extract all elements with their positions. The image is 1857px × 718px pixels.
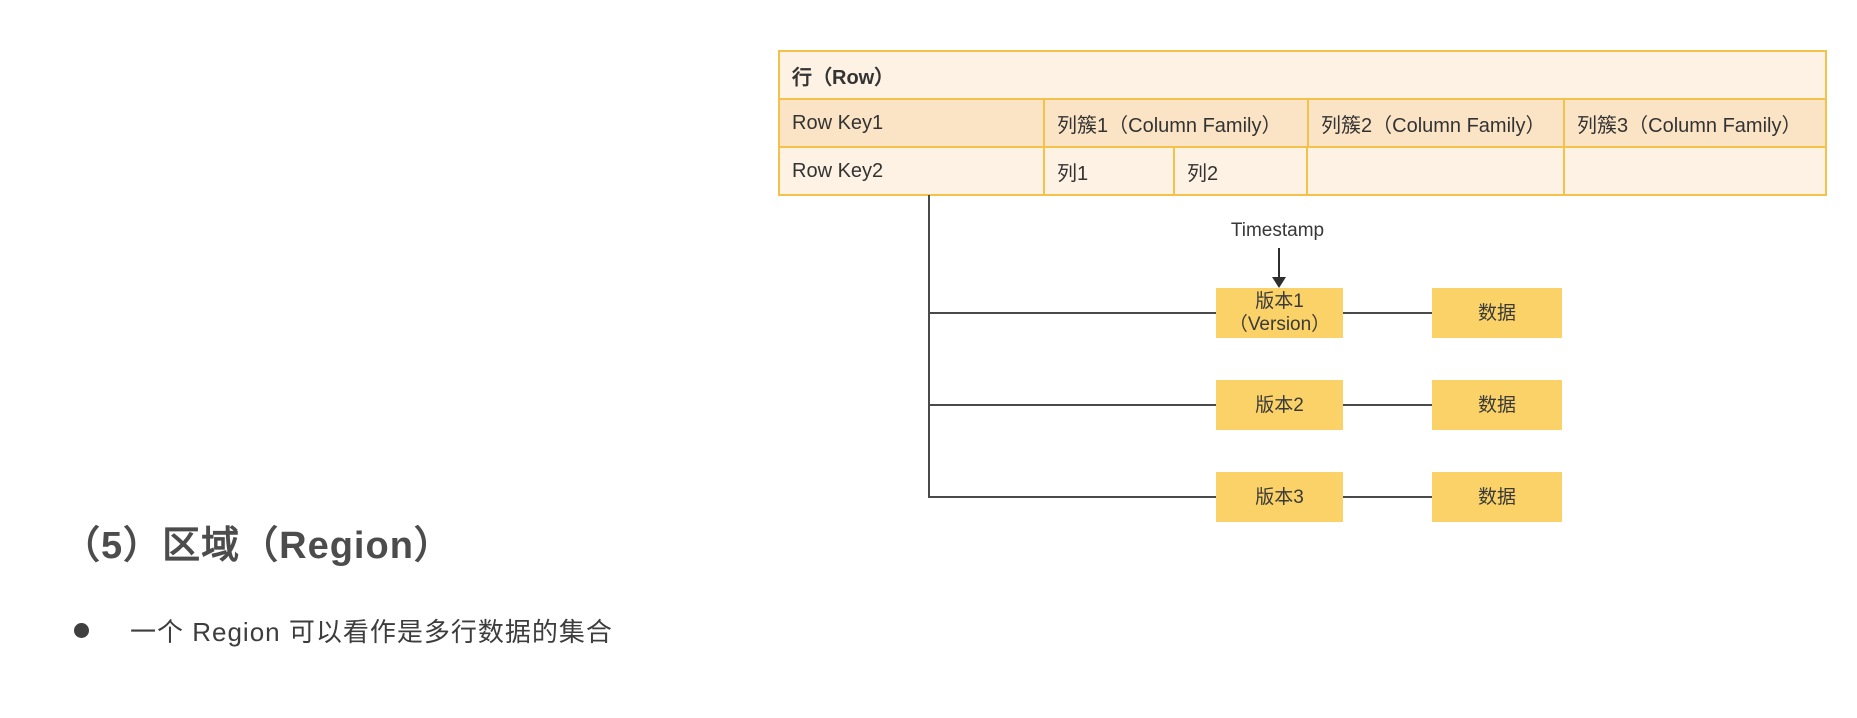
version1-node: 版本1 （Version） xyxy=(1216,288,1343,338)
data2-node: 数据 xyxy=(1432,380,1562,430)
table-row-columns: Row Key2 列1 列2 xyxy=(780,146,1825,194)
data3-node: 数据 xyxy=(1432,472,1562,522)
version3-label: 版本3 xyxy=(1255,486,1304,508)
cell-column-family3: 列簇3（Column Family） xyxy=(1563,100,1825,146)
data2-label: 数据 xyxy=(1477,394,1516,416)
connector-branch-version3 xyxy=(929,496,1217,498)
bullet-list-item: 一个 Region 可以看作是多行数据的集合 xyxy=(74,612,613,649)
version1-label: 版本1 xyxy=(1255,291,1304,312)
connector-branch-version1 xyxy=(929,312,1217,314)
version1-sublabel: （Version） xyxy=(1228,314,1331,335)
connector-spine xyxy=(928,195,930,498)
connector-version3-data xyxy=(1343,496,1432,498)
bullet-dot-icon xyxy=(74,623,89,638)
connector-version2-data xyxy=(1343,404,1432,406)
timestamp-label: Timestamp xyxy=(1230,220,1325,241)
version2-label: 版本2 xyxy=(1255,394,1304,416)
data1-node: 数据 xyxy=(1432,288,1562,338)
table-row-header: 行（Row） xyxy=(780,52,1825,98)
version2-node: 版本2 xyxy=(1216,380,1343,430)
cell-empty-cf2 xyxy=(1306,148,1563,194)
table-row-column-families: Row Key1 列簇1（Column Family） 列簇2（Column F… xyxy=(780,98,1825,146)
timestamp-arrow xyxy=(1278,248,1280,278)
data1-label: 数据 xyxy=(1477,302,1516,324)
hbase-row-table: 行（Row） Row Key1 列簇1（Column Family） 列簇2（C… xyxy=(778,50,1827,196)
cell-row-key1: Row Key1 xyxy=(780,100,1043,146)
cell-column-family2: 列簇2（Column Family） xyxy=(1307,100,1563,146)
connector-branch-version2 xyxy=(929,404,1217,406)
cell-column2: 列2 xyxy=(1173,148,1306,194)
version3-node: 版本3 xyxy=(1216,472,1343,522)
cell-column-family1: 列簇1（Column Family） xyxy=(1043,100,1307,146)
section-heading-region: （5）区域（Region） xyxy=(62,525,453,567)
data3-label: 数据 xyxy=(1477,486,1516,508)
cell-row-key2: Row Key2 xyxy=(780,148,1043,194)
bullet-item-text: 一个 Region 可以看作是多行数据的集合 xyxy=(130,617,613,647)
cell-empty-cf3 xyxy=(1563,148,1825,194)
timestamp-arrowhead-icon xyxy=(1272,277,1286,288)
cell-column1: 列1 xyxy=(1043,148,1173,194)
row-header-cell: 行（Row） xyxy=(780,52,1825,98)
connector-version1-data xyxy=(1343,312,1432,314)
